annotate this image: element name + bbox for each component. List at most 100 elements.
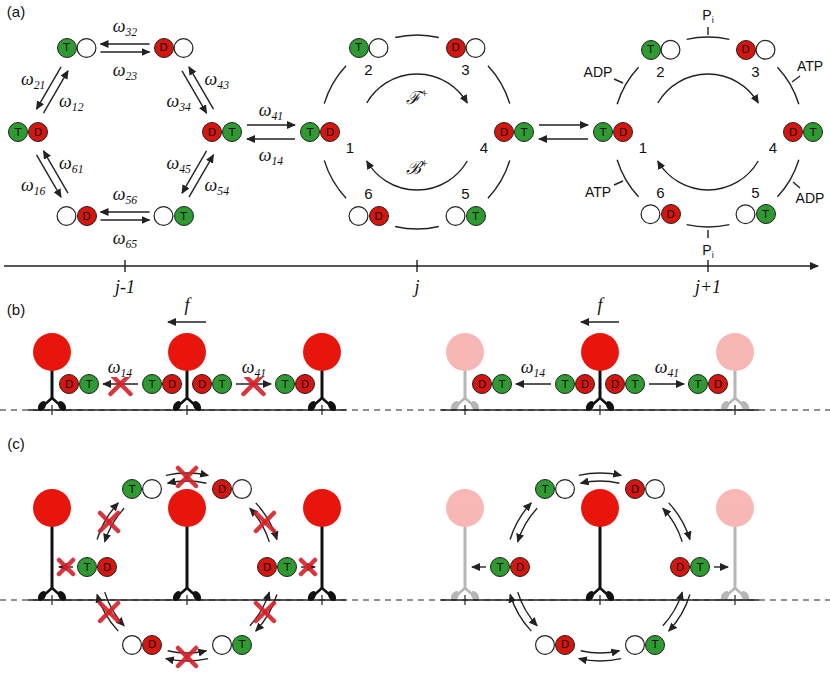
head-state: D (605, 374, 625, 394)
blocked-cross (301, 560, 315, 574)
motor-foot (719, 589, 731, 602)
transition-arc (579, 473, 621, 475)
transition-arrow (516, 383, 551, 384)
nucleotide-letter: T (647, 44, 654, 55)
head-state: T (277, 557, 297, 577)
track-tick (321, 595, 322, 605)
figure-label: ω14 (258, 145, 284, 166)
motor-head (581, 489, 619, 527)
figure-label: ADP (795, 190, 826, 206)
axis-tick (707, 260, 708, 272)
empty-head (233, 480, 252, 499)
head-state: D (555, 635, 575, 655)
head-state: T (514, 122, 534, 142)
empty-head (213, 636, 232, 655)
figure-label: ATP (796, 58, 824, 74)
motor-stem (186, 526, 189, 588)
motor-foot (326, 399, 338, 412)
cycle-arc (324, 66, 346, 104)
blocked-cross (178, 468, 196, 486)
motor-foot (604, 399, 616, 412)
nucleotide-letter: D (561, 639, 569, 650)
motor-foot (719, 399, 731, 412)
symbol-index: 14 (534, 366, 546, 379)
symbol-index: 14 (121, 366, 133, 379)
head-state: D (295, 374, 315, 394)
transition-arrow (539, 138, 588, 139)
motor-head (446, 489, 484, 527)
empty-head (536, 636, 555, 655)
symbol-base: ω (113, 184, 126, 204)
head-state: D (28, 122, 48, 142)
head-state: D (783, 122, 803, 142)
motor (303, 489, 341, 603)
figure-label: 6 (363, 185, 373, 202)
nucleotide-letter: D (676, 562, 684, 573)
motor-head (581, 333, 619, 371)
nucleotide-letter: T (762, 209, 769, 220)
motor-head (168, 489, 206, 527)
blocked-cross (178, 468, 196, 486)
motor-head (446, 333, 484, 371)
blocked-cross (256, 603, 274, 621)
motor-foot (56, 399, 68, 412)
motor (716, 333, 754, 413)
symbol-index: 43 (217, 78, 229, 91)
track-tick (734, 595, 735, 605)
symbol-index: 54 (217, 184, 229, 197)
figure-label: 1 (345, 139, 355, 156)
head-state: D (575, 374, 595, 394)
symbol-index: 12 (72, 100, 84, 113)
motor-foot (306, 399, 318, 412)
motor-head (303, 489, 341, 527)
motor-head (33, 333, 71, 371)
motor-foot (449, 589, 461, 602)
rate-arrow (101, 51, 150, 52)
cycle-arc (617, 160, 638, 197)
figure-label: ω12 (58, 91, 84, 112)
figure-label: ADP (583, 64, 614, 80)
head-state: D (472, 374, 492, 394)
motor-stem (734, 370, 737, 398)
motor-head (716, 489, 754, 527)
nucleotide-letter: T (63, 42, 70, 53)
empty-head (349, 207, 368, 226)
head-state: D (670, 557, 690, 577)
figure-label: 5 (460, 185, 470, 202)
empty-head (626, 636, 645, 655)
figure-label: j (413, 277, 420, 298)
cycle-direction-arrow (658, 161, 758, 190)
head-state: T (122, 479, 142, 499)
head-state: T (79, 374, 99, 394)
rate-arrow (101, 43, 150, 44)
symbol-base: ω (242, 357, 255, 377)
symbol-index: 14 (272, 154, 284, 167)
track-tick (186, 595, 187, 605)
nucleotide-letter: D (301, 379, 309, 390)
symbol-base: ℱ (406, 88, 421, 108)
head-state: T (57, 38, 77, 58)
nucleotide-letter: D (326, 127, 334, 138)
figure-label: ω23 (112, 60, 138, 81)
figure-label: (b) (6, 301, 26, 318)
figure-label: f (596, 295, 603, 316)
motor-stem (321, 526, 324, 588)
symbol-index: 61 (72, 162, 84, 175)
motor (581, 489, 619, 603)
motor (446, 333, 484, 413)
symbol-base: ω (521, 357, 534, 377)
blocked-cross (100, 513, 118, 531)
motor-foot (171, 399, 183, 412)
motor-foot (326, 589, 338, 602)
blocked-cross (178, 648, 196, 666)
blocked-cross (59, 560, 73, 574)
nucleotide-letter: T (472, 211, 479, 222)
symbol-index: 32 (126, 25, 138, 38)
motor (716, 489, 754, 603)
motor-foot (171, 589, 183, 602)
nucleotide-letter: D (714, 379, 722, 390)
head-state: T (645, 635, 665, 655)
empty-head (57, 207, 76, 226)
motor-stem (464, 526, 467, 588)
figure-label: ω41 (241, 357, 267, 378)
